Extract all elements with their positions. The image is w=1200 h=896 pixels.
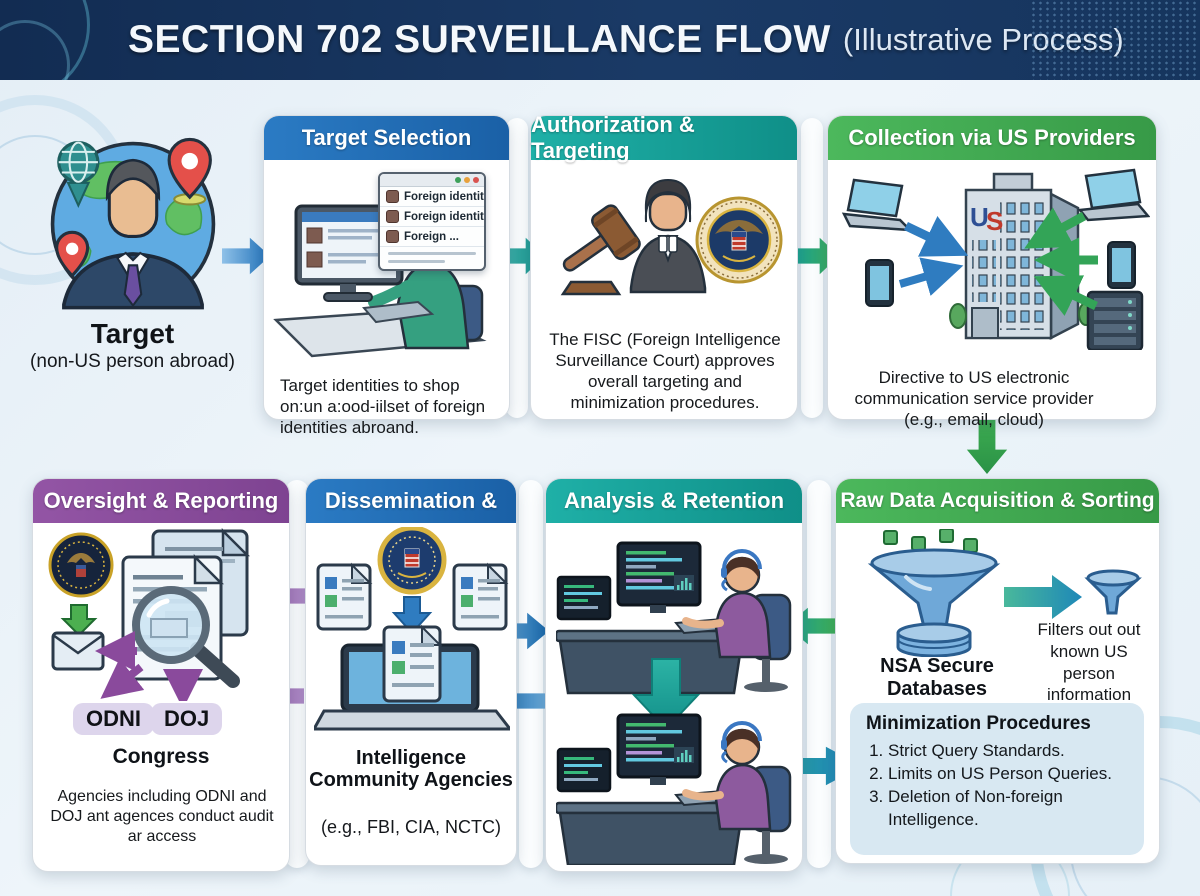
card-analysis: Analysis & Retention <box>545 478 803 872</box>
filter-caption: Filters out out known US person informat… <box>1037 620 1141 705</box>
target-sublabel: (non-US person abroad) <box>30 351 235 372</box>
card-rawdata: Raw Data Acquisition & Sorting <box>835 478 1160 864</box>
retention-down-arrow-icon <box>631 658 701 731</box>
card-title: Dissemination & <box>306 479 516 523</box>
popup-window-icon: Foreign identity Foreign identity: Forei… <box>378 172 486 271</box>
identity-list-item: Foreign ... <box>380 227 484 247</box>
phone-icon <box>1107 241 1136 289</box>
judge-icon <box>629 178 707 294</box>
device-arrow-icon <box>898 257 964 296</box>
card-caption: The FISC (Foreign Intelligence Surveilla… <box>549 330 781 413</box>
court-seal-icon <box>695 196 783 284</box>
device-arrow-icon <box>1024 207 1087 249</box>
pill-doj: DOJ <box>151 703 223 735</box>
minimization-item: Limits on US Person Queries. <box>888 762 1132 785</box>
minimization-panel: Minimization Procedures Strict Query Sta… <box>850 703 1144 855</box>
minimization-item: Deletion of Non-foreign Intelligence. <box>888 785 1132 831</box>
database-icon <box>896 622 972 657</box>
minimization-title: Minimization Procedures <box>866 713 1091 734</box>
card-title: Analysis & Retention <box>546 479 802 523</box>
hair-icon <box>105 158 160 202</box>
window-dot-icon <box>455 177 461 183</box>
congress-label: Congress <box>112 745 210 768</box>
card-caption: Directive to US electronic communication… <box>854 368 1094 430</box>
card-caption: Agencies including ODNI and DOJ ant agen… <box>50 788 274 845</box>
report-arrow-icon <box>100 658 145 699</box>
card-target-selection: Target Selection <box>263 115 510 437</box>
dissemination-illustration <box>314 527 510 731</box>
laptop-icon <box>841 178 914 232</box>
identity-label: Foreign identity <box>404 190 486 203</box>
minimization-item: Strict Query Standards. <box>888 739 1132 762</box>
gavel-icon <box>562 204 641 272</box>
banner-dotted-map-decoration <box>1030 0 1200 80</box>
laptop-icon <box>1077 168 1150 222</box>
identity-label: Foreign identity: <box>404 210 486 223</box>
oversight-illustration <box>48 527 251 701</box>
phone-icon <box>865 259 894 307</box>
title-banner: SECTION 702 SURVEILLANCE FLOW (Illustrat… <box>0 0 1200 80</box>
device-arrow-icon <box>904 216 969 257</box>
magnifier-icon <box>132 586 240 688</box>
lane-divider <box>519 480 543 868</box>
server-icon <box>1086 290 1144 350</box>
funnel-icon <box>867 548 1001 629</box>
placeholder-line <box>388 252 476 255</box>
card-title: Oversight & Reporting <box>33 479 289 523</box>
minimization-list: Strict Query Standards. Limits on US Per… <box>864 739 1132 831</box>
laptop-doc-icon <box>314 624 510 731</box>
card-title: Target Selection <box>264 116 509 160</box>
avatar-icon <box>386 230 399 243</box>
globe-pin-icon <box>56 141 99 208</box>
database-label: NSA Secure Databases <box>880 655 994 700</box>
avatar-icon <box>386 210 399 223</box>
identity-list-item: Foreign identity <box>380 187 484 207</box>
envelope-icon <box>51 604 105 671</box>
placeholder-line <box>388 260 446 263</box>
small-funnel-icon <box>1084 569 1142 615</box>
popup-titlebar <box>380 174 484 187</box>
window-dot-icon <box>464 177 470 183</box>
rawdata-illustration <box>867 529 1142 657</box>
card-collection: Collection via US Providers <box>827 115 1157 429</box>
card-title: Authorization & Targeting <box>531 112 797 163</box>
target-label: Target <box>90 318 175 349</box>
globe-person-icon <box>50 137 215 310</box>
device-arrow-icon <box>1033 275 1098 316</box>
lane-divider <box>807 480 831 868</box>
target-figure: Target (non-US person abroad) <box>15 133 250 373</box>
card-dissemination: Dissemination & <box>305 478 517 866</box>
building-letter-s: S <box>986 206 1003 236</box>
building-letter-u: U <box>970 202 989 232</box>
pill-odni: ODNI <box>73 703 154 735</box>
filter-arrow-icon <box>1004 575 1082 619</box>
incoming-arrow-icon <box>60 604 98 637</box>
down-arrow-icon <box>391 596 433 635</box>
card-title: Raw Data Acquisition & Sorting <box>836 479 1159 523</box>
tie-icon <box>123 264 142 308</box>
analysis-illustration <box>556 529 794 865</box>
lane-divider <box>506 118 528 418</box>
card-authorization: Authorization & Targeting <box>530 112 798 420</box>
collection-illustration: U S <box>841 168 1150 350</box>
agencies-sublabel: (e.g., FBI, CIA, NCTC) <box>320 817 502 837</box>
document-icon <box>316 562 373 631</box>
identity-label: Foreign ... <box>404 230 459 243</box>
agencies-label: Intelligence Community Agencies <box>309 747 513 792</box>
document-icon <box>452 562 509 631</box>
window-dot-icon <box>473 177 479 183</box>
card-title: Collection via US Providers <box>828 116 1156 160</box>
identity-list-item: Foreign identity: <box>380 207 484 227</box>
lane-divider <box>801 118 823 418</box>
fbi-seal-icon <box>377 527 447 595</box>
card-caption: Target identities to shop on:un a:ood-ii… <box>280 376 486 438</box>
card-oversight: Oversight & Reporting <box>32 478 290 872</box>
avatar-icon <box>386 190 399 203</box>
authorization-illustration <box>560 178 783 296</box>
oversight-seal-icon <box>48 532 114 598</box>
page-title: SECTION 702 SURVEILLANCE FLOW <box>128 18 831 61</box>
